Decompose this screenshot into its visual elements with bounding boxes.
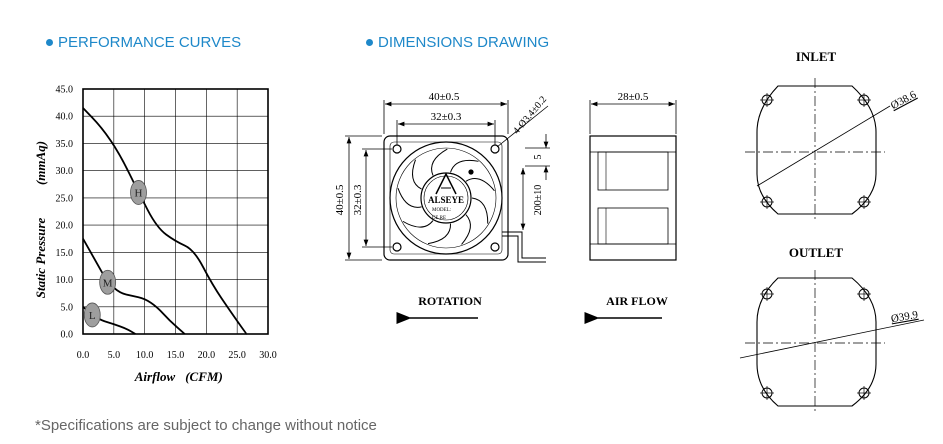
y-tick-label: 45.0: [56, 85, 74, 96]
bullet-dot-icon: [366, 38, 373, 46]
series-markers: H M L: [83, 180, 147, 328]
x-tick-label: 15.0: [167, 350, 185, 361]
x-axis-label: Airflow: [134, 369, 176, 384]
hole-callout-label: 4-Ø3.4±0.2: [511, 94, 549, 136]
fan-housing-circle: [389, 141, 503, 255]
fan-blade: [402, 220, 434, 228]
brand-logo-icon: [435, 172, 457, 195]
front-view-dimensions: [345, 100, 550, 261]
y-tick-label: 0.0: [61, 330, 74, 341]
mount-hole-bottom-left: [392, 242, 402, 252]
x-tick-label: 20.0: [198, 350, 216, 361]
x-axis-unit: (CFM): [185, 369, 223, 384]
fan-side-view: [589, 100, 677, 261]
y-tick-label: 15.0: [56, 248, 74, 259]
x-tick-label: 30.0: [259, 350, 277, 361]
performance-chart: 0.0 5.0 10.0 15.0 20.0 25.0 30.0 0.0 5.0 10.0 15.…: [33, 85, 277, 385]
lead-length-label: 200±10: [533, 185, 544, 216]
y-tick-labels: 0.0 5.0 10.0 15.0 20.0 25.0 30.0 35.0 40.0 45.0: [56, 85, 74, 341]
series-line-M: [82, 238, 186, 335]
x-tick-label: 25.0: [228, 350, 246, 361]
series-lines: [82, 107, 248, 335]
dimensions-drawing-title: DIMENSIONS DRAWING: [366, 34, 549, 51]
chart-grid-vertical: [82, 89, 269, 334]
y-tick-label: 20.0: [56, 221, 74, 232]
fan-blade: [450, 159, 479, 173]
fan-blade: [427, 223, 452, 245]
side-outline: [589, 135, 677, 261]
model-label: MODEL:: [432, 208, 451, 213]
fan-front-view: ALSEYE MODEL: CE RE: [383, 135, 546, 263]
x-tick-label: 5.0: [108, 350, 121, 361]
depth-label: 28±0.5: [618, 91, 649, 103]
plot-frame: [82, 88, 269, 335]
y-tick-label: 30.0: [56, 166, 74, 177]
airflow-label: AIR FLOW: [606, 294, 668, 308]
fan-blades: [397, 148, 495, 245]
y-tick-label: 5.0: [61, 302, 74, 313]
y-tick-label: 35.0: [56, 139, 74, 150]
fan-blade: [397, 188, 422, 208]
rotation-label: ROTATION: [418, 294, 482, 308]
side-lower-window: [597, 207, 669, 245]
lead-wire-1: [502, 231, 546, 259]
x-tick-label: 10.0: [136, 350, 154, 361]
x-tick-label: 0.0: [77, 350, 90, 361]
fan-hub-label-ring: [423, 175, 469, 221]
fan-blade: [465, 178, 495, 192]
y-tick-label: 25.0: [56, 193, 74, 204]
hole-spacing-side-label: 32±0.3: [352, 184, 364, 215]
series-label-H: H: [135, 187, 143, 199]
hole-spacing-top-label: 32±0.3: [431, 111, 462, 123]
performance-curves-title: PERFORMANCE CURVES: [46, 34, 241, 51]
y-axis-label: Static Pressure: [33, 218, 48, 299]
lead-wire-2: [502, 235, 546, 263]
inlet-label: INLET: [796, 49, 837, 64]
mount-hole-bottom-right: [490, 242, 500, 252]
series-marker-H: [130, 180, 147, 205]
fan-blade: [461, 214, 471, 245]
overall-width-label: 40±0.5: [429, 91, 460, 103]
y-tick-label: 10.0: [56, 275, 74, 286]
series-label-M: M: [103, 277, 113, 289]
fan-frame-outline: [383, 135, 509, 261]
y-tick-label: 40.0: [56, 112, 74, 123]
bullet-dot-icon: [46, 38, 53, 46]
outlet-cutout-outline: [756, 277, 877, 407]
overall-height-label: 40±0.5: [334, 184, 346, 215]
fan-blade: [412, 159, 422, 190]
mount-hole-top-left: [392, 144, 402, 154]
fan-housing-inner-circle: [395, 147, 497, 249]
side-upper-window: [597, 151, 669, 191]
y-axis-unit: (mmAq): [33, 141, 48, 185]
x-tick-labels: 0.0 5.0 10.0 15.0 20.0 25.0 30.0: [77, 350, 277, 361]
outlet-drawing: [739, 270, 925, 414]
series-marker-L: [83, 302, 101, 328]
series-marker-M: [99, 269, 117, 295]
series-label-L: L: [89, 310, 96, 322]
rotation-dot: [468, 169, 474, 175]
offset-label: 5: [533, 155, 544, 160]
performance-curves-title-text: PERFORMANCE CURVES: [58, 34, 242, 51]
inlet-drawing: [745, 78, 891, 222]
footnote: *Specifications are subject to change wi…: [35, 417, 377, 434]
cert-marks: CE RE: [432, 216, 446, 221]
fan-blade: [431, 148, 448, 176]
fan-blade: [471, 197, 489, 224]
inlet-diameter-label: Ø38.6: [889, 88, 919, 112]
dimensions-drawing-title-text: DIMENSIONS DRAWING: [378, 34, 550, 51]
series-line-H: [82, 107, 248, 335]
brand-name: ALSEYE: [428, 195, 464, 205]
outlet-label: OUTLET: [789, 245, 844, 260]
outlet-diameter-label: Ø39.9: [890, 309, 919, 326]
